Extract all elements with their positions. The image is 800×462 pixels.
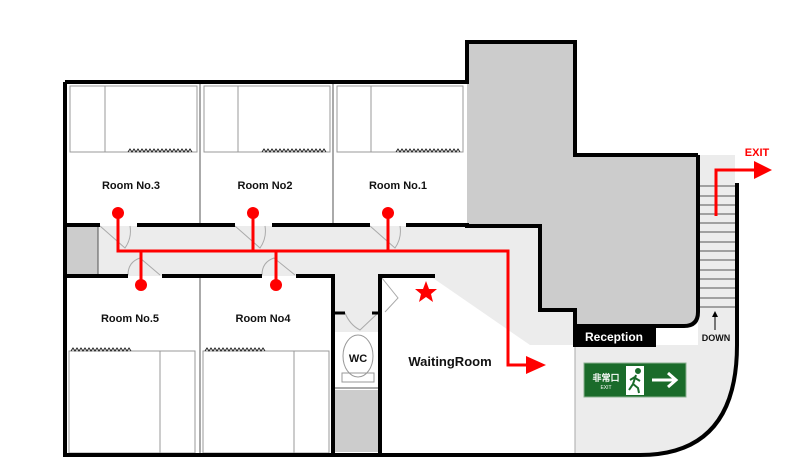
room-marker — [247, 207, 259, 219]
you-are-here-star-icon — [415, 281, 437, 302]
route-arrow-icon — [526, 356, 546, 374]
room-marker — [112, 207, 124, 219]
exit-sign-jp: 非常口 — [592, 372, 619, 384]
arrow-up-icon — [712, 311, 718, 330]
reception-label: Reception — [585, 330, 643, 344]
exit-sign: 非常口 EXIT — [583, 362, 687, 398]
room-4-label: Room No4 — [236, 313, 292, 325]
walls — [63, 40, 739, 457]
room-2-label: Room No2 — [238, 180, 293, 192]
room-3-label: Room No.3 — [102, 180, 160, 192]
exit-sign-en: EXIT — [600, 385, 611, 391]
room-marker — [270, 279, 282, 291]
restricted-area — [467, 42, 698, 326]
staircase — [700, 185, 735, 308]
room-1-label: Room No.1 — [369, 180, 427, 192]
reception-desk — [573, 325, 656, 347]
room-marker — [382, 207, 394, 219]
room-marker — [135, 279, 147, 291]
wc-label: WC — [349, 353, 367, 365]
room-5-label: Room No.5 — [101, 313, 159, 325]
exit-label: EXIT — [745, 147, 770, 159]
partitions — [97, 84, 576, 453]
exit-arrow-icon — [754, 161, 772, 179]
waiting-room-label: WaitingRoom — [408, 354, 491, 369]
stairs-label: DOWN — [702, 333, 731, 343]
evacuation-route — [112, 161, 772, 374]
arrow-right-icon — [652, 371, 679, 389]
furniture — [68, 85, 464, 454]
